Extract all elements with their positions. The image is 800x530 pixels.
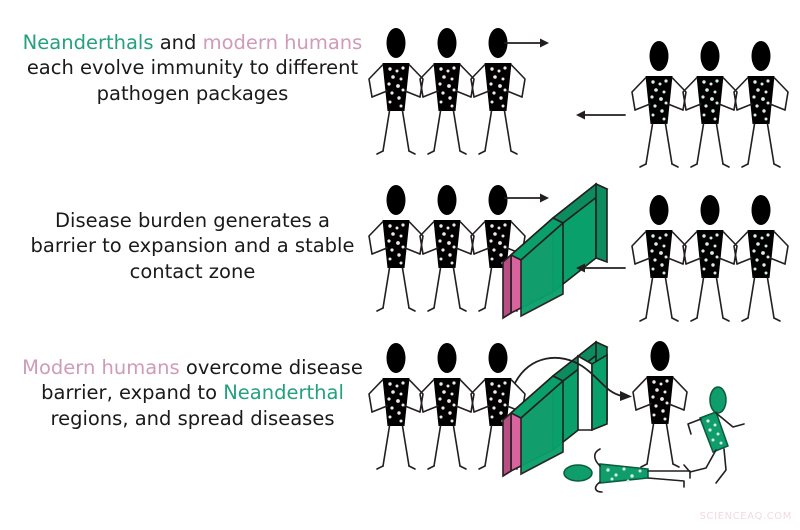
modern-human-figure <box>368 184 424 312</box>
watermark: SCIENCEAQ.COM <box>699 511 792 522</box>
neanderthal-figure <box>682 194 738 322</box>
modern-human-figure <box>470 184 526 312</box>
caption-2-segment-main: Disease burden generates a barrier to ex… <box>30 209 355 283</box>
caption-1-segment-rest: each evolve immunity to different pathog… <box>26 56 359 105</box>
neanderthal-figure <box>631 194 687 322</box>
row2-neanderthal-group <box>631 194 789 322</box>
caption-row-3: Modern humans overcome disease barrier, … <box>20 355 365 431</box>
row3-neanderthal-fleeing <box>683 386 745 484</box>
neanderthal-figure <box>631 40 687 168</box>
caption-3-segment-neanderthal: Neanderthal <box>223 381 344 405</box>
neanderthal-figure <box>733 40 789 168</box>
arc-arrow-over-wall <box>514 356 632 401</box>
modern-human-figure <box>470 342 526 470</box>
caption-1-segment-neanderthals: Neanderthals <box>22 31 154 54</box>
row1-arrow-left <box>576 110 626 120</box>
breached-barrier-wall <box>502 340 609 478</box>
row2-arrow-left <box>576 263 626 273</box>
neanderthal-figure <box>682 40 738 168</box>
modern-human-figure <box>632 340 688 468</box>
row3-modern-human-group <box>368 342 526 470</box>
neanderthal-figure <box>733 194 789 322</box>
caption-3-segment-rest: regions, and spread diseases <box>50 406 335 430</box>
modern-human-figure <box>368 27 424 155</box>
row1-arrow-right <box>504 38 549 48</box>
caption-row-2: Disease burden generates a barrier to ex… <box>20 208 365 284</box>
caption-3-segment-modern-humans: Modern humans <box>22 356 180 379</box>
modern-human-figure <box>419 184 475 312</box>
row2-modern-human-group <box>368 184 526 312</box>
caption-1-segment-and: and <box>153 31 203 54</box>
modern-human-figure <box>470 27 526 155</box>
row1-modern-human-group <box>368 27 526 155</box>
row2-arrow-right <box>504 193 549 203</box>
caption-1-segment-modern-humans: modern humans <box>202 31 363 54</box>
modern-human-figure <box>419 342 475 470</box>
row1-neanderthal-group <box>631 40 789 168</box>
row3-modern-human-crosser <box>632 340 688 468</box>
modern-human-figure <box>368 342 424 470</box>
caption-row-1: Neanderthals and modern humans each evol… <box>20 30 365 106</box>
disease-barrier-wall <box>502 182 609 320</box>
caption-3-segment-mid: overcome disease barrier, expand to <box>41 356 363 405</box>
row3-neanderthal-fallen <box>563 448 691 493</box>
modern-human-figure <box>419 27 475 155</box>
